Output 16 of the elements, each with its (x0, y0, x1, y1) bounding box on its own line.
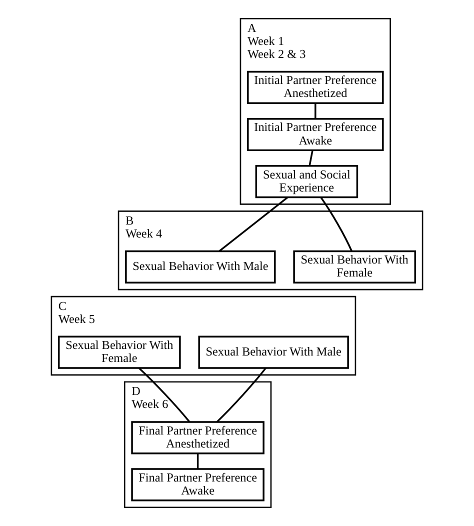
node-box: Initial Partner Preference Awake (247, 118, 384, 152)
connector (216, 368, 266, 423)
node-box: Initial Partner Preference Anesthetized (247, 70, 384, 104)
node-box: Sexual Behavior With Female (293, 250, 416, 284)
connector (218, 196, 288, 252)
node-box: Sexual Behavior With Male (198, 336, 349, 369)
node-box: Sexual Behavior With Male (125, 250, 276, 284)
connector (138, 367, 190, 423)
connector (196, 453, 199, 469)
node-box: Final Partner Preference Awake (131, 468, 264, 502)
node-box: Final Partner Preference Anesthetized (131, 421, 264, 454)
connector (320, 196, 353, 252)
connector (308, 150, 314, 166)
node-box: Sexual and Social Experience (255, 165, 358, 198)
connector (314, 103, 316, 119)
node-box: Sexual Behavior With Female (58, 336, 181, 369)
